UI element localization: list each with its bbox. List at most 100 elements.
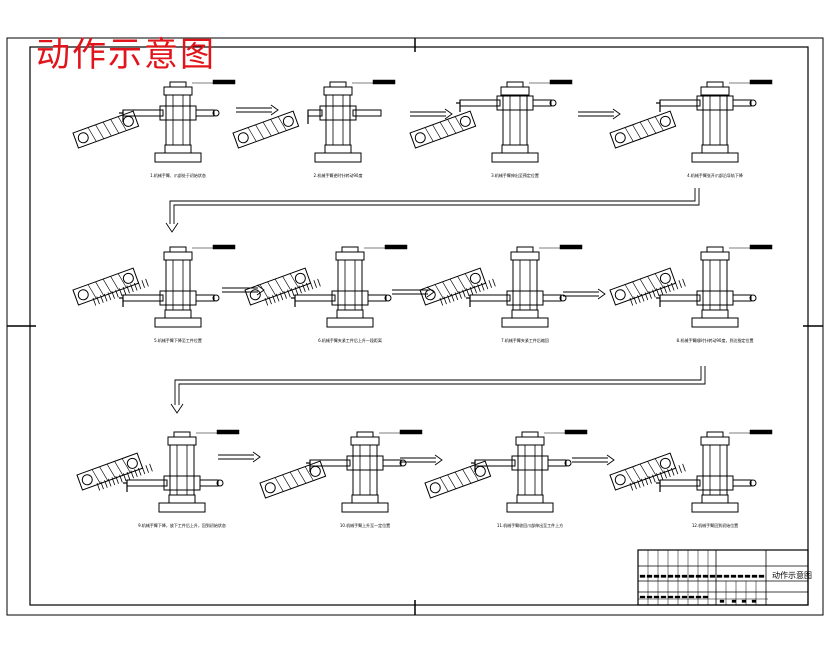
workpiece-coil	[659, 471, 664, 480]
leader-tag	[749, 429, 773, 435]
workpiece-coil	[130, 470, 134, 479]
leader-tag	[549, 79, 573, 85]
conveyor-link	[434, 284, 444, 299]
workpiece	[439, 278, 496, 306]
workpiece-coil	[648, 291, 652, 299]
title-block-text	[646, 595, 653, 599]
cap-top	[506, 81, 524, 88]
workpiece-coil	[145, 278, 149, 287]
workpiece-coil	[141, 280, 145, 288]
conveyor-link	[447, 474, 457, 489]
arm-tail	[732, 294, 752, 302]
arm-tail	[732, 99, 752, 107]
workpiece-coil	[454, 292, 459, 301]
workpiece-coil	[473, 285, 477, 294]
step-7-caption: 7.机械手臂夹紧工件后缩回	[501, 337, 549, 343]
flow-arrow	[236, 104, 279, 116]
workpiece-coil	[469, 286, 474, 295]
arm-cylinder-end	[564, 459, 572, 467]
conveyor-link	[106, 463, 116, 479]
title-block-text	[758, 574, 765, 578]
workpiece-coil	[133, 282, 138, 291]
cap-top	[341, 246, 359, 253]
conveyor-link	[654, 273, 664, 288]
leader-tag	[749, 244, 773, 250]
leader-tag	[564, 429, 588, 435]
title-block-text	[681, 595, 688, 599]
base-block	[516, 494, 544, 504]
arm-rod	[294, 294, 336, 302]
arm-cylinder-end	[384, 294, 392, 302]
arm-tail	[195, 294, 215, 302]
arm-cylinder-end	[216, 479, 224, 487]
conveyor	[244, 267, 312, 306]
workpiece-coil	[287, 289, 291, 298]
conveyor-roller	[122, 115, 134, 127]
conveyor	[609, 110, 677, 149]
arm-tail	[195, 109, 215, 117]
conveyor-roller	[77, 289, 89, 301]
workpiece-coil	[302, 284, 306, 292]
workpiece-coil	[458, 291, 462, 299]
workpiece-coil	[667, 469, 671, 477]
title-block-text	[667, 595, 674, 599]
title-block-text	[674, 574, 681, 578]
base-block	[511, 309, 539, 319]
title-block-text	[646, 574, 653, 578]
conveyor-link	[647, 276, 657, 291]
workpiece-coil	[655, 288, 660, 297]
conveyor-roller	[659, 272, 671, 284]
step-6: 6.机械手臂夹紧工件后上升一段距离	[244, 244, 408, 343]
conveyor-link	[282, 276, 292, 291]
conveyor	[259, 460, 327, 499]
conveyor-link	[91, 469, 101, 484]
conveyor-link	[274, 477, 284, 492]
column-cap	[323, 86, 353, 96]
step-6-caption: 6.机械手臂夹紧工件后上升一段距离	[318, 337, 382, 343]
arm-rod	[126, 479, 168, 487]
conveyor-roller	[81, 474, 93, 486]
column-cap	[500, 86, 530, 96]
cap-top	[169, 81, 187, 88]
column-cap	[335, 251, 365, 261]
cap-top	[706, 246, 724, 253]
carriage	[346, 455, 384, 471]
workpiece-coil	[96, 296, 100, 305]
workpiece-coil	[640, 293, 645, 302]
conveyor-roller	[249, 289, 261, 301]
arm-rod	[122, 294, 164, 302]
conveyor-link	[277, 116, 287, 131]
workpiece	[92, 278, 149, 306]
workpiece-coil	[264, 297, 269, 306]
carriage	[319, 105, 357, 121]
carriage	[696, 475, 734, 491]
title-block-text	[667, 574, 674, 578]
workpiece-coil	[637, 480, 641, 488]
conveyor-link	[102, 278, 112, 294]
workpiece-coil	[137, 281, 142, 290]
workpiece-coil	[678, 280, 682, 288]
column-cap	[515, 436, 545, 446]
title-block-text	[730, 574, 737, 578]
base-block	[351, 494, 379, 504]
return-arrow	[170, 366, 706, 414]
conveyor-link	[117, 273, 127, 288]
base-plate	[326, 317, 374, 328]
conveyor-roller	[126, 457, 138, 469]
workpiece-coil	[275, 293, 280, 302]
workpiece-coil	[674, 281, 679, 290]
step-2: 2.机械手臂逆时针转动90度	[232, 79, 396, 178]
title-block	[637, 549, 809, 606]
step-2-caption: 2.机械手臂逆时针转动90度	[314, 172, 363, 178]
title-block-text	[695, 595, 702, 599]
title-block-text	[639, 574, 646, 578]
title-block-text	[731, 599, 737, 603]
arm-cylinder-end	[212, 109, 220, 117]
title-block-text	[653, 574, 660, 578]
conveyor-link	[639, 278, 649, 294]
step-5-caption: 5.机械手臂下降至工件位置	[154, 337, 202, 343]
title-block-text	[737, 574, 744, 578]
conveyor	[72, 267, 140, 306]
leader-tag	[216, 429, 240, 435]
leader-tag	[212, 244, 236, 250]
